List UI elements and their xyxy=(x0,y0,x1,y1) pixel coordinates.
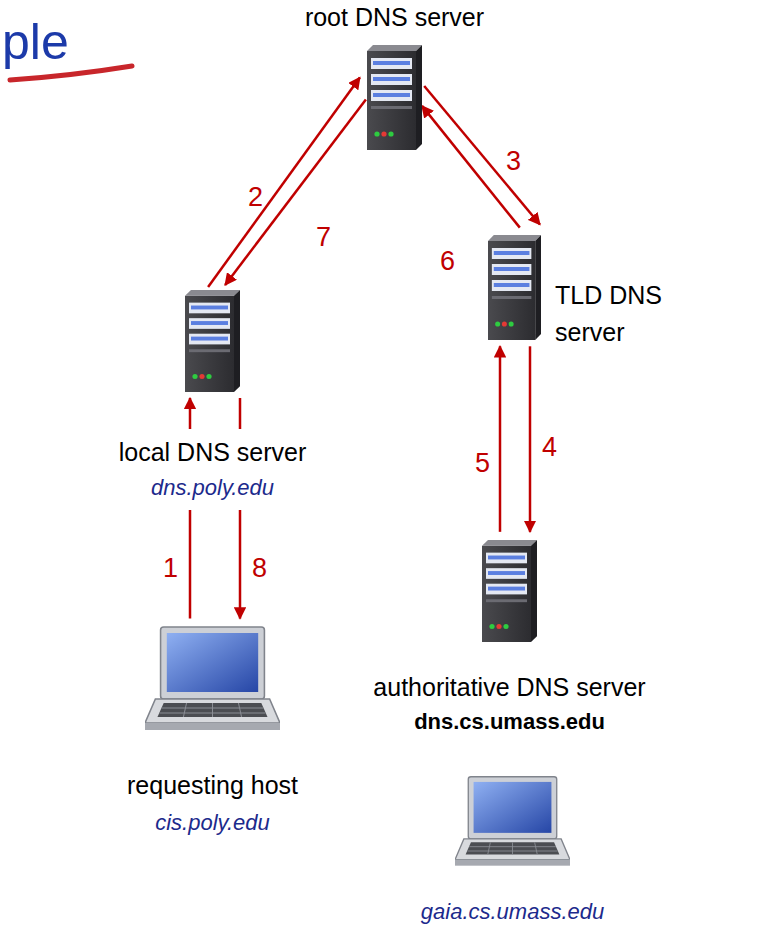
node-label: dns.poly.edu xyxy=(151,474,274,502)
node-label: dns.cs.umass.edu xyxy=(414,708,605,736)
step-number: 7 xyxy=(316,222,331,252)
label-holder: gaia.cs.umass.edu xyxy=(421,898,604,926)
dns-server: local DNS serverdns.poly.edu xyxy=(185,290,240,392)
node-label: requesting host xyxy=(127,770,298,800)
step-number: 8 xyxy=(252,553,267,583)
server-icon xyxy=(482,540,537,642)
label-holder: TLD DNS server xyxy=(555,277,705,351)
laptop-icon xyxy=(145,625,280,735)
host-laptop: gaia.cs.umass.edu xyxy=(455,775,570,870)
query-arrow xyxy=(424,86,540,225)
query-arrow xyxy=(208,78,360,287)
node-label: local DNS server xyxy=(119,437,307,467)
query-arrow xyxy=(422,106,520,228)
host-laptop: requesting hostcis.poly.edu xyxy=(145,625,280,735)
dns-server: root DNS server xyxy=(367,45,422,150)
laptop-icon xyxy=(455,775,570,870)
dns-server: authoritative DNS serverdns.cs.umass.edu xyxy=(482,540,537,642)
node-label: gaia.cs.umass.edu xyxy=(421,898,604,926)
server-icon xyxy=(367,45,422,150)
step-number: 4 xyxy=(542,432,557,462)
label-holder: dns.cs.umass.edu xyxy=(414,708,605,736)
node-label: TLD DNS server xyxy=(555,277,705,351)
label-holder: local DNS server xyxy=(119,437,307,467)
node-label: authoritative DNS server xyxy=(373,672,645,702)
server-icon xyxy=(488,235,541,340)
label-holder: dns.poly.edu xyxy=(151,474,274,502)
step-number: 6 xyxy=(440,246,455,276)
step-number: 1 xyxy=(163,553,178,583)
query-arrow xyxy=(499,346,502,532)
query-arrow xyxy=(225,100,366,285)
node-label: cis.poly.edu xyxy=(155,809,270,837)
label-holder: authoritative DNS server xyxy=(373,672,645,702)
step-number: 5 xyxy=(475,448,490,478)
step-number: 3 xyxy=(506,146,521,176)
step-number: 2 xyxy=(248,182,263,212)
node-label: root DNS server xyxy=(305,2,484,32)
server-icon xyxy=(185,290,240,392)
query-arrow xyxy=(239,398,242,618)
label-holder: root DNS server xyxy=(305,2,484,32)
label-holder: cis.poly.edu xyxy=(155,809,270,837)
slide-title: ple xyxy=(2,14,69,70)
dns-server: TLD DNS server xyxy=(488,235,541,340)
label-holder: requesting host xyxy=(127,770,298,800)
query-arrow xyxy=(529,346,532,532)
query-arrow xyxy=(189,398,192,618)
